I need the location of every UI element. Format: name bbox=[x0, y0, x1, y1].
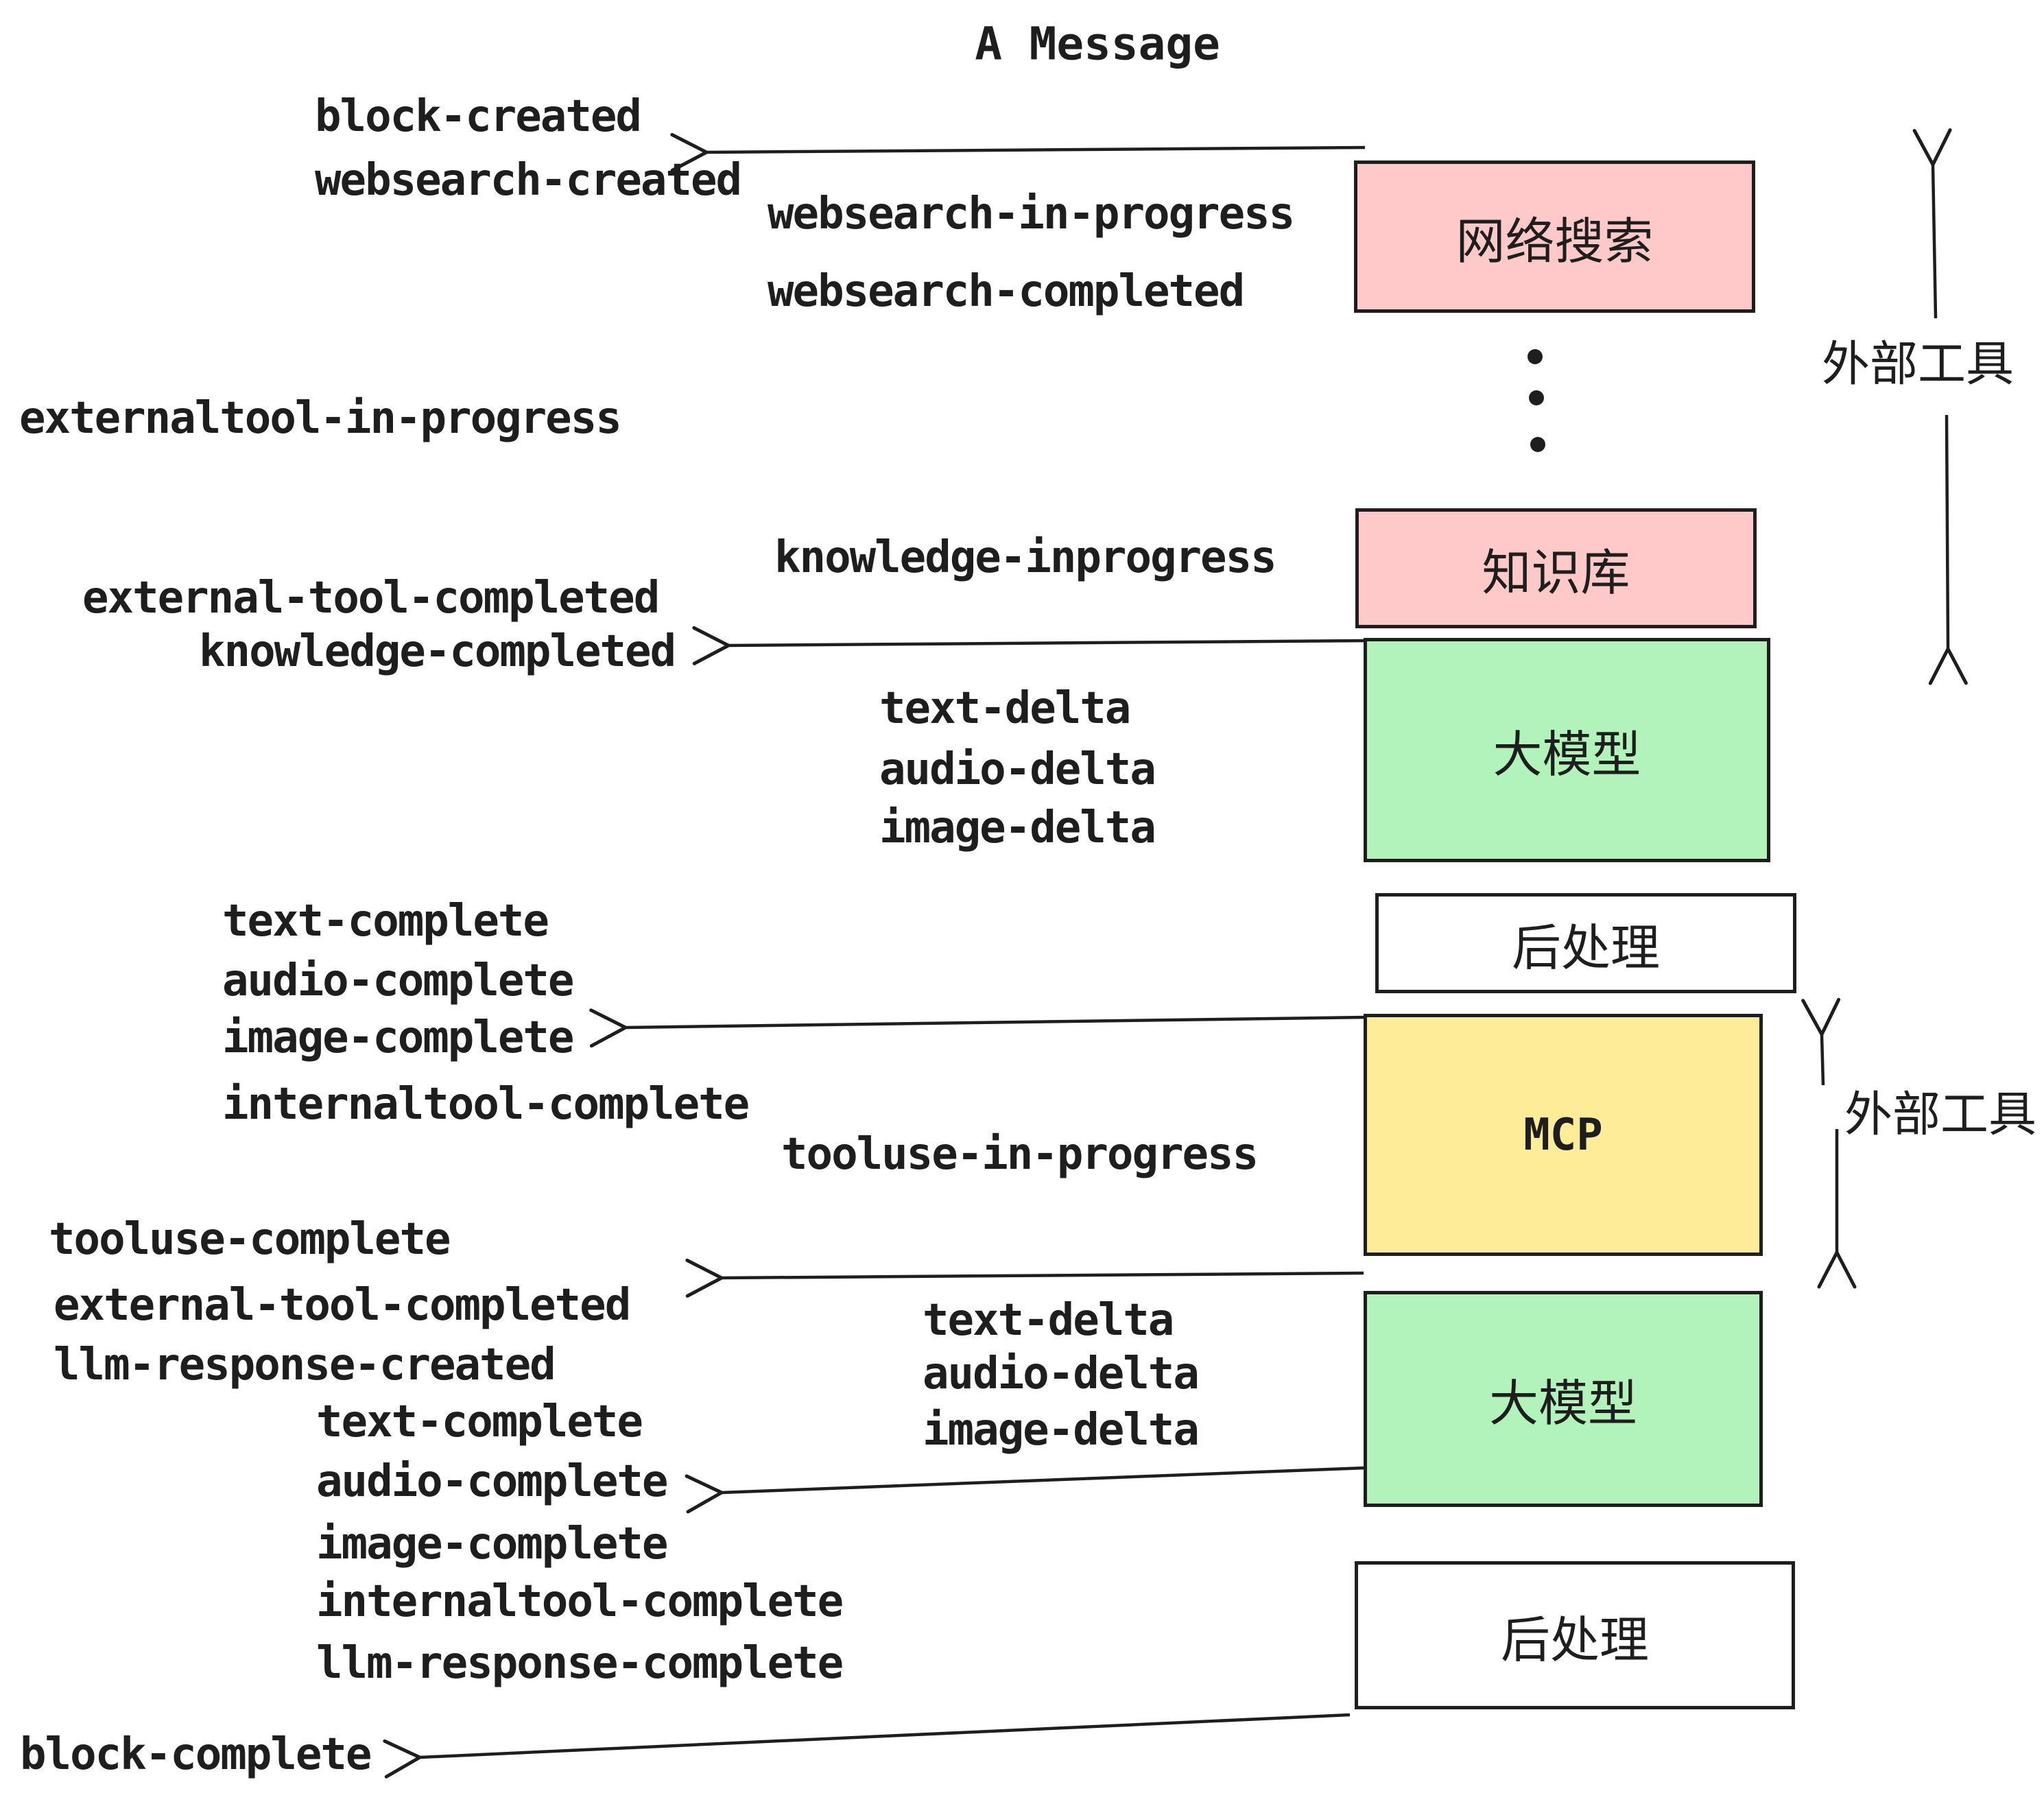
arrow-block-created bbox=[670, 132, 1366, 172]
box-websearch: 网络搜索 bbox=[1354, 161, 1755, 313]
box-mcp: MCP bbox=[1364, 1014, 1763, 1256]
arrow-external-tools-up-1 bbox=[1912, 128, 1952, 319]
event-websearch-completed: websearch-completed bbox=[768, 266, 1245, 317]
box-postprocess-1-label: 后处理 bbox=[1511, 918, 1660, 977]
external-tools-label-2: 外部工具 bbox=[1844, 1086, 2036, 1143]
event-block-created: block-created bbox=[315, 91, 642, 142]
arrow-block-complete bbox=[383, 1713, 1351, 1779]
arrow-external-tools-up-2 bbox=[1801, 997, 1841, 1086]
event-audio-delta-2: audio-delta bbox=[923, 1349, 1200, 1399]
event-internaltool-complete: internaltool-complete bbox=[222, 1079, 750, 1130]
event-llm-response-created: llm-response-created bbox=[54, 1340, 556, 1390]
arrow-tooluse-complete bbox=[685, 1258, 1364, 1298]
event-text-delta-2: text-delta bbox=[923, 1295, 1174, 1346]
box-postprocess-2-label: 后处理 bbox=[1500, 1611, 1649, 1669]
box-websearch-label: 网络搜索 bbox=[1455, 212, 1654, 270]
external-tools-label-1: 外部工具 bbox=[1822, 335, 2014, 392]
box-knowledge: 知识库 bbox=[1355, 508, 1757, 628]
event-external-tool-completed: external-tool-completed bbox=[82, 573, 660, 624]
event-websearch-in-progress: websearch-in-progress bbox=[768, 189, 1295, 239]
box-llm-2-label: 大模型 bbox=[1488, 1375, 1637, 1432]
event-audio-complete: audio-complete bbox=[222, 956, 574, 1006]
ellipsis-dot bbox=[1529, 390, 1544, 405]
diagram-title: A Message bbox=[975, 17, 1220, 71]
event-tooluse-in-progress: tooluse-in-progress bbox=[781, 1129, 1259, 1180]
event-image-delta: image-delta bbox=[879, 803, 1156, 853]
ellipsis-dot bbox=[1528, 349, 1543, 364]
event-text-complete-2: text-complete bbox=[316, 1397, 643, 1447]
arrow-image-complete bbox=[589, 1008, 1367, 1048]
box-llm-2: 大模型 bbox=[1364, 1291, 1763, 1507]
event-image-delta-2: image-delta bbox=[923, 1405, 1200, 1456]
box-postprocess-2: 后处理 bbox=[1355, 1561, 1795, 1709]
box-knowledge-label: 知识库 bbox=[1482, 544, 1630, 602]
event-external-tool-completed-2: external-tool-completed bbox=[54, 1280, 631, 1331]
arrow-knowledge-completed bbox=[692, 626, 1366, 665]
event-image-complete: image-complete bbox=[222, 1012, 574, 1063]
event-websearch-created: websearch-created bbox=[315, 155, 742, 206]
box-postprocess-1: 后处理 bbox=[1375, 893, 1796, 993]
event-image-complete-2: image-complete bbox=[316, 1519, 668, 1569]
event-internaltool-complete-2: internaltool-complete bbox=[316, 1576, 844, 1627]
event-llm-response-complete: llm-response-complete bbox=[316, 1638, 844, 1689]
box-mcp-label: MCP bbox=[1523, 1109, 1603, 1161]
event-text-delta: text-delta bbox=[879, 683, 1131, 734]
event-tooluse-complete: tooluse-complete bbox=[49, 1214, 451, 1265]
event-audio-delta: audio-delta bbox=[879, 744, 1156, 795]
event-knowledge-inprogress: knowledge-inprogress bbox=[774, 532, 1277, 583]
event-knowledge-completed: knowledge-completed bbox=[199, 626, 676, 677]
arrow-external-tools-down-1 bbox=[1928, 414, 1968, 685]
event-block-complete: block-complete bbox=[20, 1729, 372, 1780]
ellipsis-dot bbox=[1530, 437, 1545, 452]
arrow-audio-complete bbox=[685, 1466, 1366, 1514]
event-text-complete: text-complete bbox=[222, 896, 549, 947]
event-externaltool-in-progress: externaltool-in-progress bbox=[19, 393, 622, 444]
box-llm-1-label: 大模型 bbox=[1493, 726, 1641, 783]
box-llm-1: 大模型 bbox=[1364, 638, 1770, 862]
event-audio-complete-2: audio-complete bbox=[316, 1456, 668, 1507]
